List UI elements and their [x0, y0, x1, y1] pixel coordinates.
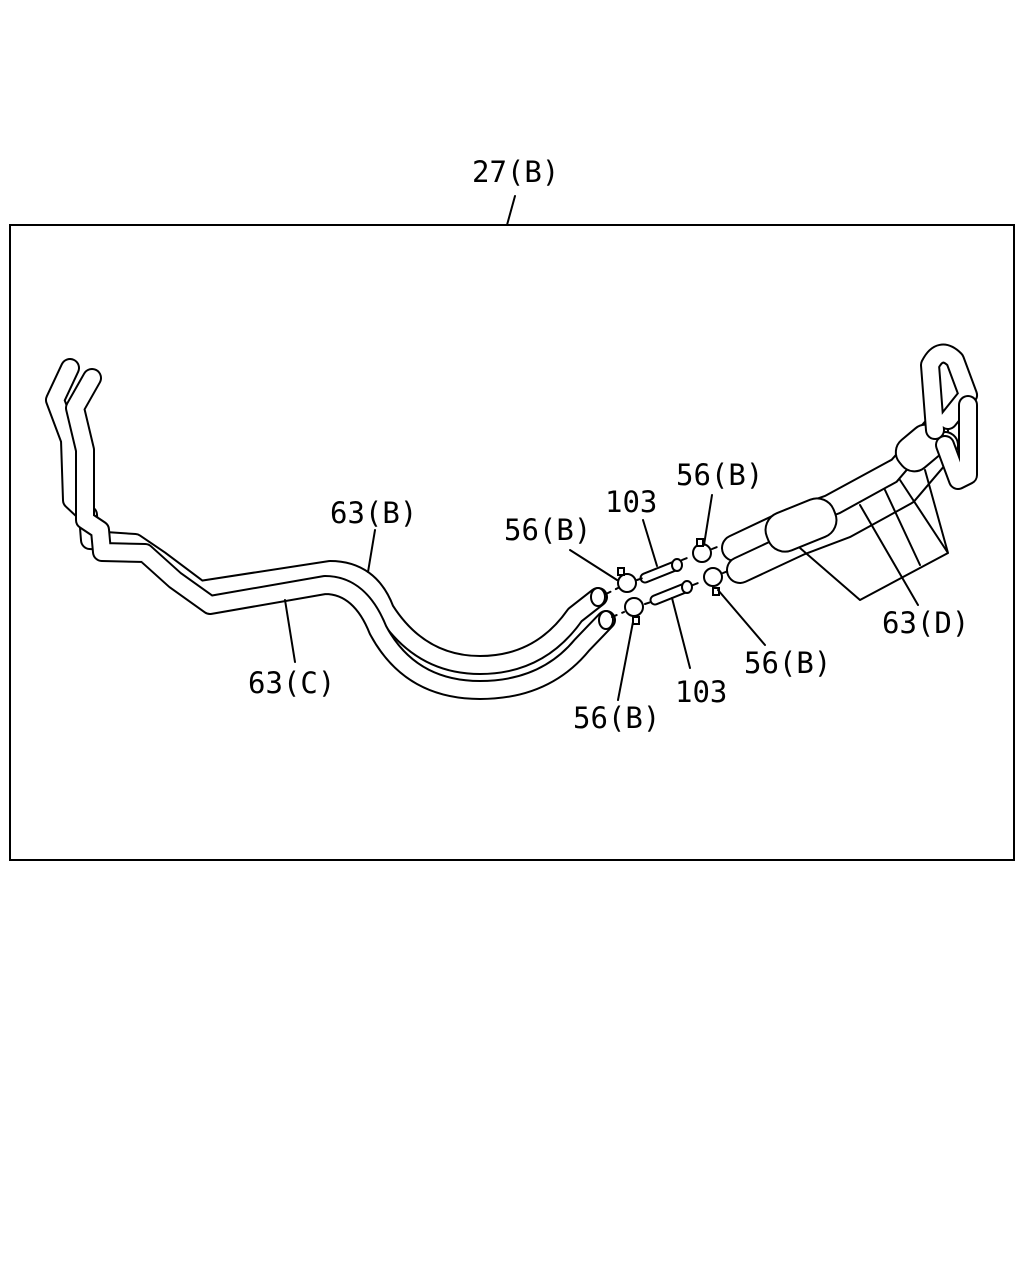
- alignment-dashes: [605, 544, 734, 618]
- clamp-upper-left: [617, 567, 637, 593]
- tube-end-upper: [590, 587, 606, 607]
- tube-end-lower: [598, 610, 614, 630]
- joint-103-upper: [639, 558, 683, 584]
- leader-clamp-1: [569, 549, 618, 581]
- leader-clamp-2: [703, 494, 713, 546]
- clamp-upper-right: [692, 538, 712, 563]
- joint-103-lower: [649, 580, 693, 606]
- leader-tube-lower: [284, 599, 296, 663]
- label-clamp-1: 56(B): [504, 513, 591, 547]
- leader-tube-upper: [367, 529, 376, 573]
- hose-63d: [721, 343, 978, 584]
- label-clamp-2: 56(B): [676, 458, 763, 492]
- label-assembly: 27(B): [472, 155, 559, 189]
- leader-joint-upper: [642, 519, 658, 567]
- leader-clamp-4: [617, 621, 634, 701]
- label-clamp-4: 56(B): [573, 701, 660, 735]
- clamp-lower-left: [624, 597, 644, 625]
- label-clamp-3: 56(B): [744, 646, 831, 680]
- label-joint-lower: 103: [675, 675, 727, 709]
- label-tube-lower: 63(C): [248, 666, 335, 700]
- leader-clamp-3: [717, 589, 766, 646]
- label-hose-assy: 63(D): [882, 606, 969, 640]
- tube-63c: [65, 368, 616, 700]
- label-tube-upper: 63(B): [330, 496, 417, 530]
- leader-assembly: [506, 195, 516, 226]
- assembly-frame: [9, 224, 1015, 861]
- leader-hose-assy: [799, 469, 949, 606]
- label-joint-upper: 103: [605, 485, 657, 519]
- clamp-lower-right: [703, 567, 723, 596]
- leader-joint-lower: [671, 597, 691, 669]
